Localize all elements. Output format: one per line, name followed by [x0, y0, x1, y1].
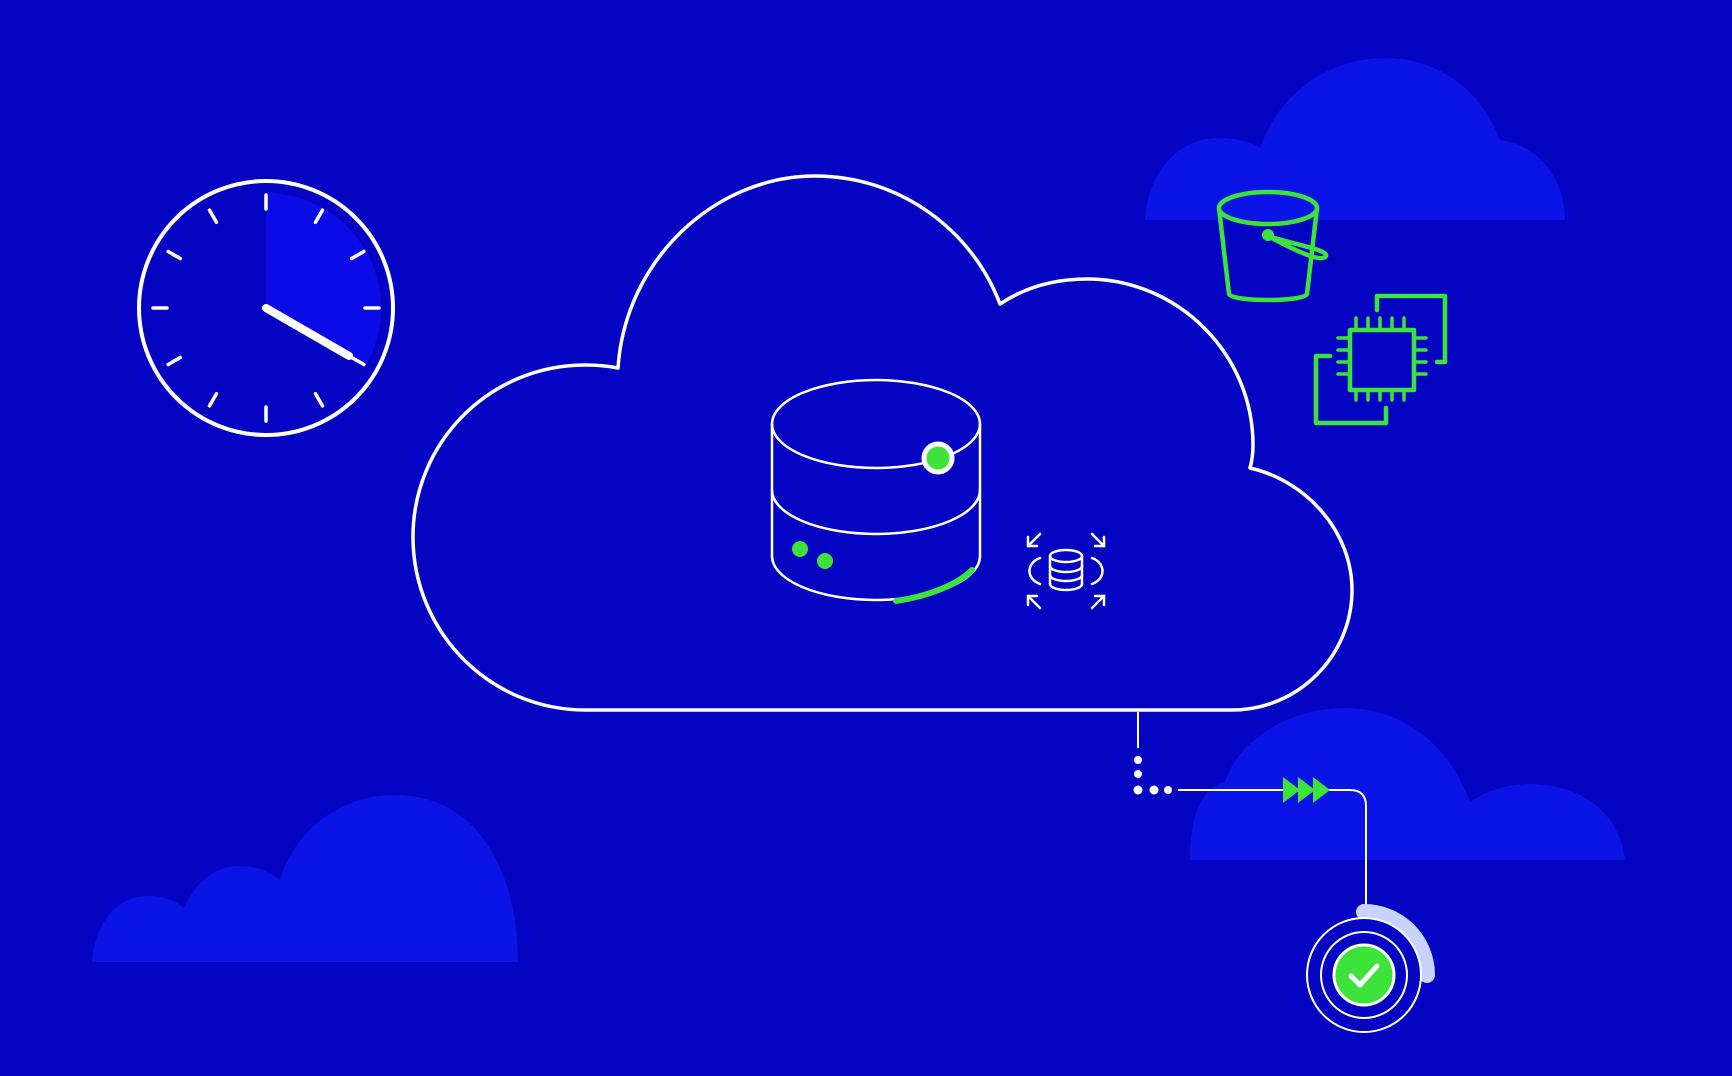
main-cloud-outline — [411, 174, 1354, 712]
clock-tick — [349, 355, 366, 367]
clock-tick — [313, 208, 325, 225]
clock-tick — [166, 249, 183, 261]
clock-hour-hand — [262, 304, 354, 360]
compute-instances-icon — [1313, 293, 1448, 426]
database-scaling-icon — [1026, 532, 1106, 610]
clock-icon — [137, 179, 395, 437]
progress-ring-arc — [1356, 904, 1435, 983]
connector-dots — [1133, 756, 1172, 795]
clock-tick — [349, 249, 366, 261]
database-indicator-dot-1 — [792, 541, 808, 557]
connector-line — [1178, 789, 1367, 905]
clock-tick — [166, 355, 183, 367]
backdrop-cloud-bottom-right — [1190, 708, 1625, 860]
database-status-dot — [921, 441, 955, 475]
storage-bucket-icon — [1216, 189, 1329, 303]
clock-tick — [313, 391, 325, 408]
fast-forward-icon — [1283, 777, 1330, 803]
storage-bucket-handle-knob — [1262, 229, 1274, 241]
backdrop-cloud-top-right — [1145, 58, 1565, 220]
clock-ticks — [151, 193, 381, 423]
success-check-icon — [1332, 943, 1396, 1007]
database-middle-band — [770, 489, 982, 536]
database-green-highlight — [893, 567, 975, 604]
clock-tick — [207, 208, 219, 225]
backdrop-cloud-bottom-left — [92, 795, 518, 962]
chip-pins — [1336, 316, 1428, 402]
success-badge-inner-ring — [1320, 931, 1408, 1019]
clock-tick — [207, 391, 219, 408]
database-indicator-dot-2 — [817, 553, 833, 569]
